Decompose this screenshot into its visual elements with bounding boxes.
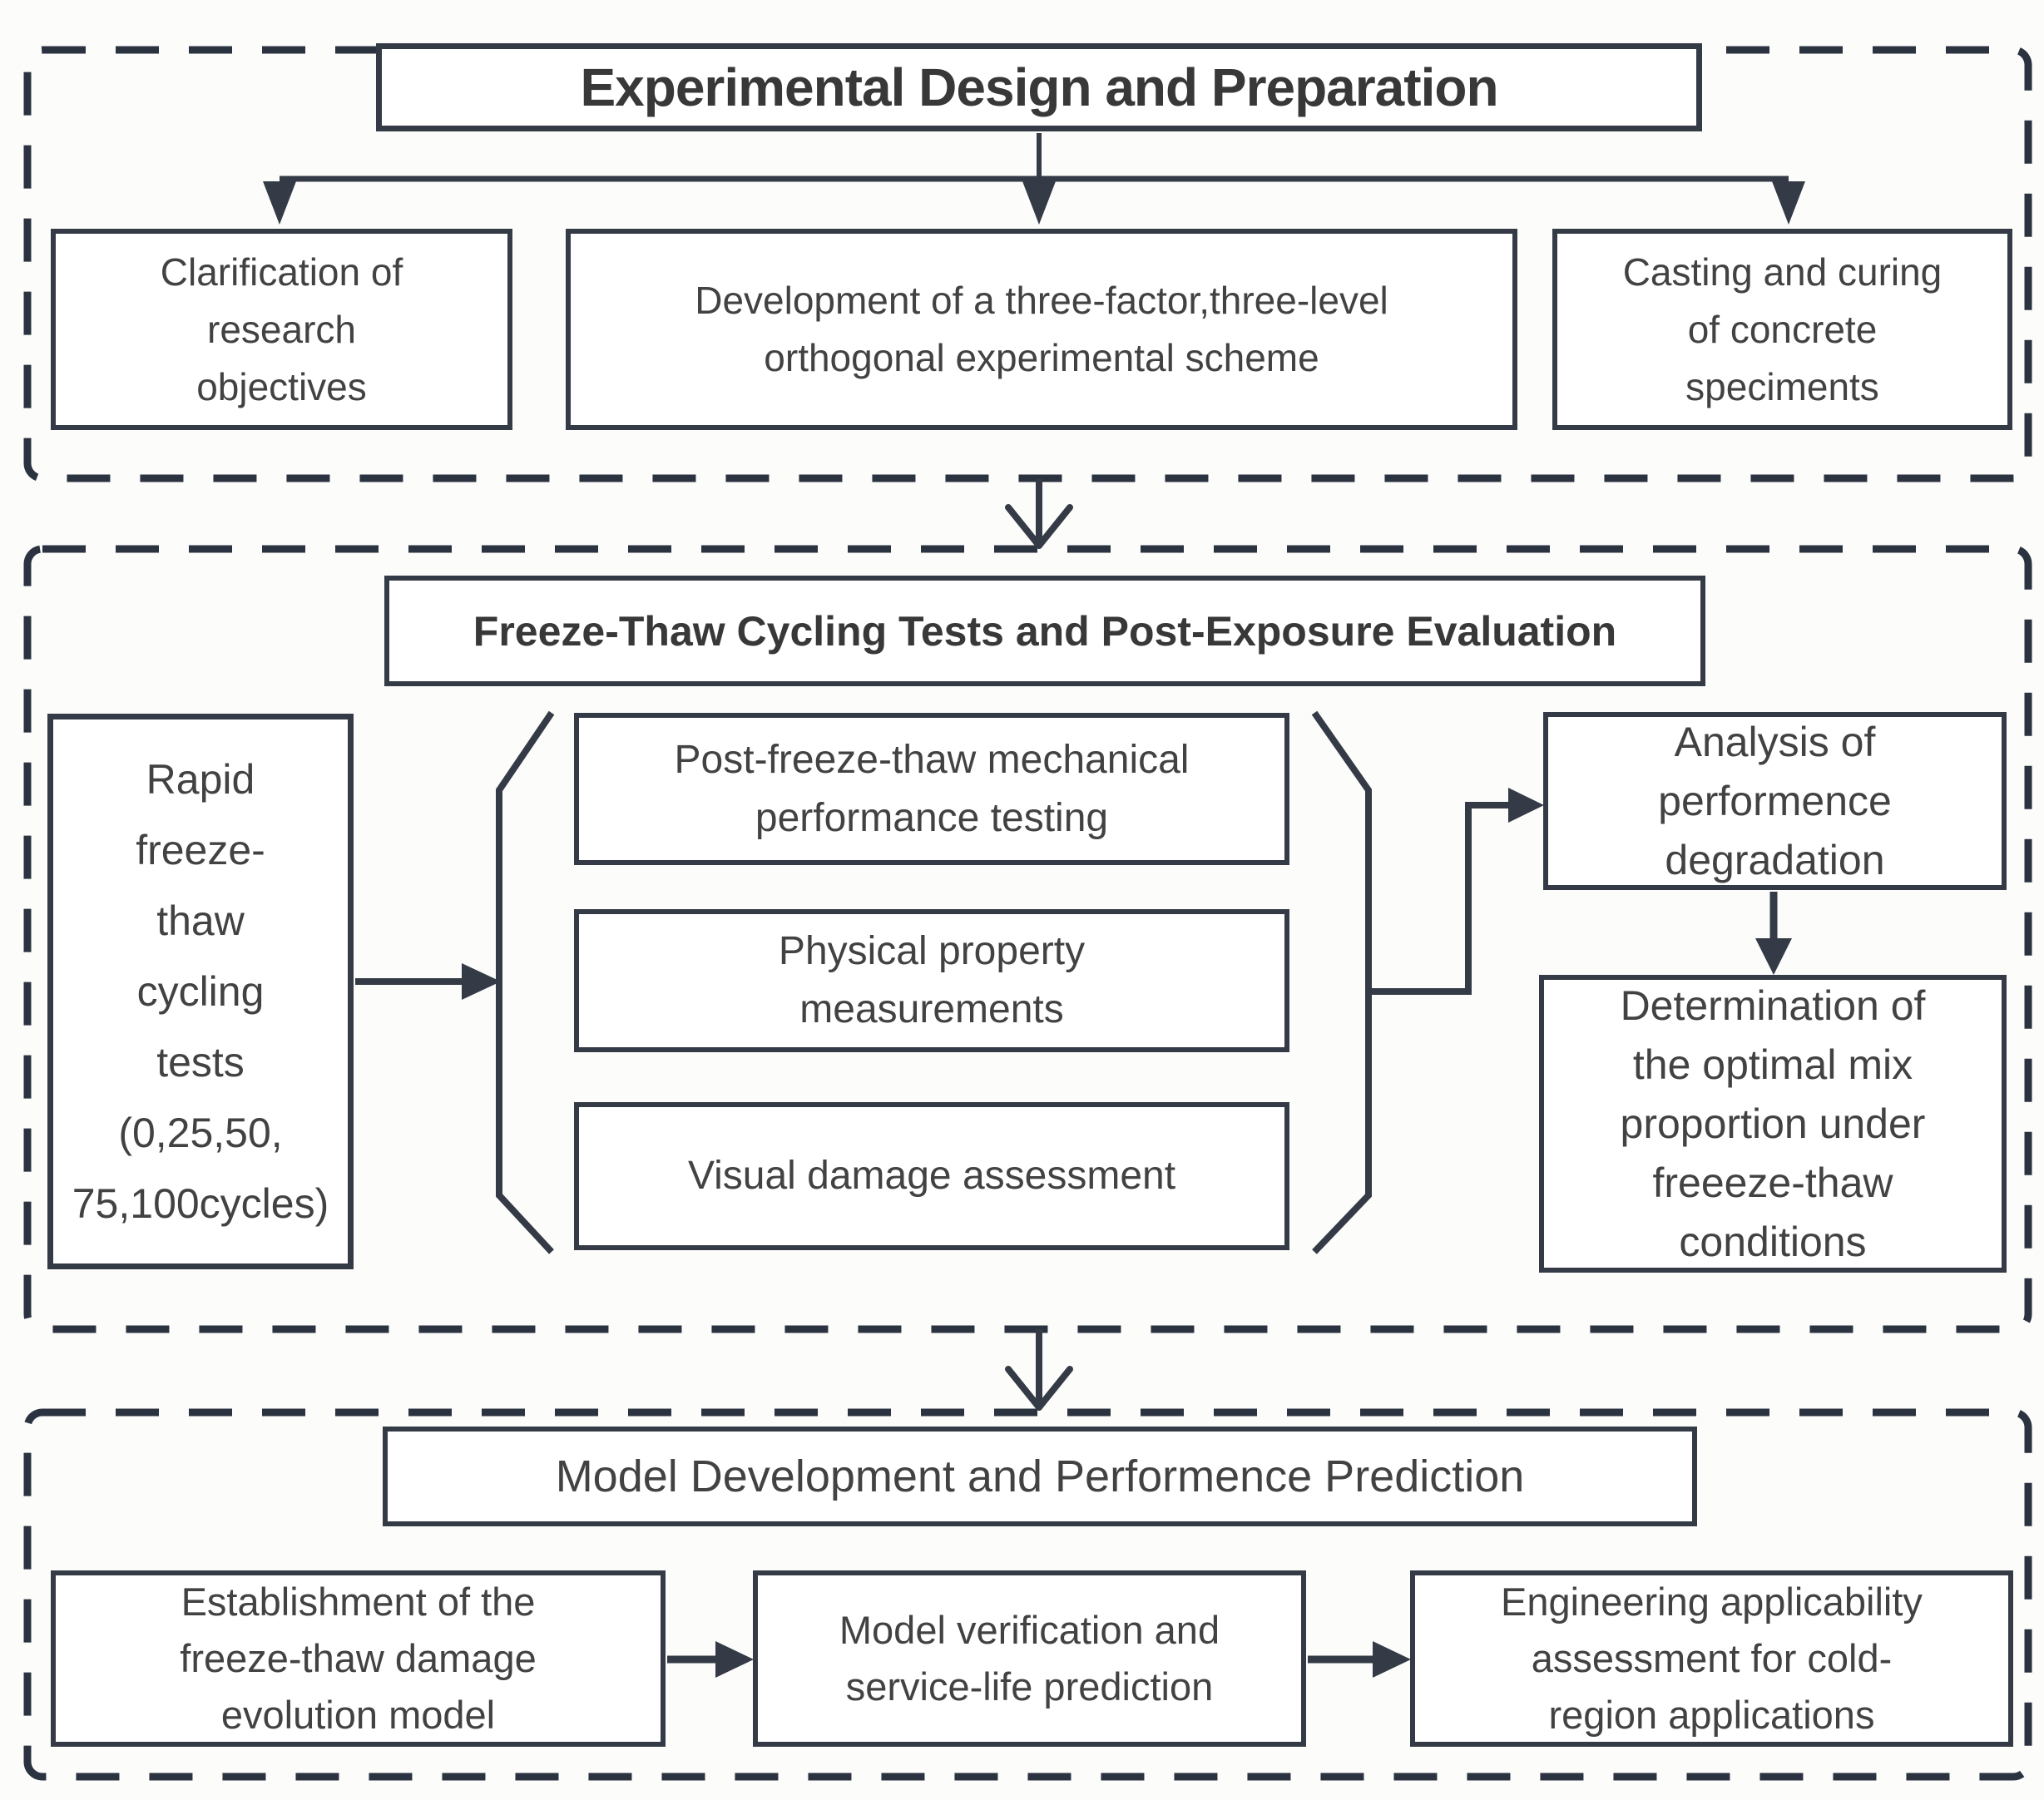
box-mechanical-testing: Post-freeze-thaw mechanical performance … <box>574 713 1289 865</box>
arrow-right-icon <box>1508 788 1544 823</box>
arrow-design-to-freeze-thaw <box>1005 479 1073 549</box>
section-model-dashed-border <box>23 1408 2032 1781</box>
arrow-down-icon <box>263 181 296 225</box>
section-model-title: Model Development and Performence Predic… <box>555 1451 1525 1501</box>
arrow-down-icon <box>1022 181 1056 225</box>
box-casting-curing-text: Casting and curing of concrete speciment… <box>1622 250 1943 408</box>
arrow-establishment-to-verification <box>667 1641 754 1678</box>
arrow-rapid-to-evaluations <box>355 963 501 1000</box>
arrow-right-icon <box>1373 1641 1411 1678</box>
box-rapid-freeze-thaw-tests: Rapid freeze- thaw cycling tests (0,25,5… <box>47 714 354 1269</box>
arrow-freeze-thaw-to-model <box>1005 1329 1073 1411</box>
box-engineering-applicability-text: Engineering applicability assessment for… <box>1501 1579 1923 1738</box>
box-clarification: Clarification of research objectives <box>51 229 512 430</box>
box-damage-model-establishment-text: Establishment of the freeze-thaw damage … <box>180 1579 537 1738</box>
design-fanout-connector <box>263 133 1805 225</box>
section-model-title-box: Model Development and Performence Predic… <box>383 1427 1697 1526</box>
section-design-title: Experimental Design and Preparation <box>580 57 1498 117</box>
box-orthogonal-scheme: Development of a three-factor,three-leve… <box>566 229 1517 430</box>
box-optimal-mix-determination: Determination of the optimal mix proport… <box>1539 975 2007 1273</box>
section-design-title-box: Experimental Design and Preparation <box>376 43 1702 131</box>
arrow-right-icon <box>462 963 501 1000</box>
section-freeze-thaw-title-box: Freeze-Thaw Cycling Tests and Post-Expos… <box>384 576 1705 686</box>
box-analysis-degradation-text: Analysis of performence degradation <box>1658 718 1892 883</box>
box-model-verification: Model verification and service-life pred… <box>753 1570 1306 1747</box>
box-mechanical-testing-text: Post-freeze-thaw mechanical performance … <box>674 737 1190 840</box>
arrow-verification-to-applicability <box>1308 1641 1411 1678</box>
box-analysis-degradation: Analysis of performence degradation <box>1543 712 2007 890</box>
box-clarification-text: Clarification of research objectives <box>160 250 403 408</box>
arrow-evaluations-to-analysis <box>1370 788 1544 995</box>
box-visual-assessment: Visual damage assessment <box>574 1102 1289 1250</box>
box-engineering-applicability: Engineering applicability assessment for… <box>1410 1570 2013 1747</box>
box-physical-measurements-text: Physical property measurements <box>778 929 1086 1031</box>
box-damage-model-establishment: Establishment of the freeze-thaw damage … <box>51 1570 666 1747</box>
right-bracket <box>1311 710 1372 1254</box>
section-freeze-thaw-title: Freeze-Thaw Cycling Tests and Post-Expos… <box>473 607 1617 655</box>
arrow-right-icon <box>715 1641 754 1678</box>
box-rapid-freeze-thaw-tests-text: Rapid freeze- thaw cycling tests (0,25,5… <box>72 755 329 1227</box>
box-visual-assessment-text: Visual damage assessment <box>687 1154 1176 1199</box>
arrow-down-icon <box>1755 938 1792 975</box>
arrow-down-icon <box>1772 181 1805 225</box>
box-model-verification-text: Model verification and service-life pred… <box>839 1607 1220 1709</box>
section-freeze-thaw-dashed-border <box>23 545 2032 1333</box>
left-bracket <box>496 710 555 1254</box>
box-optimal-mix-determination-text: Determination of the optimal mix proport… <box>1620 982 1926 1265</box>
box-physical-measurements: Physical property measurements <box>574 909 1289 1052</box>
box-orthogonal-scheme-text: Development of a three-factor,three-leve… <box>695 279 1388 379</box>
arrow-analysis-to-determination <box>1755 892 1792 975</box>
box-casting-curing: Casting and curing of concrete speciment… <box>1552 229 2012 430</box>
